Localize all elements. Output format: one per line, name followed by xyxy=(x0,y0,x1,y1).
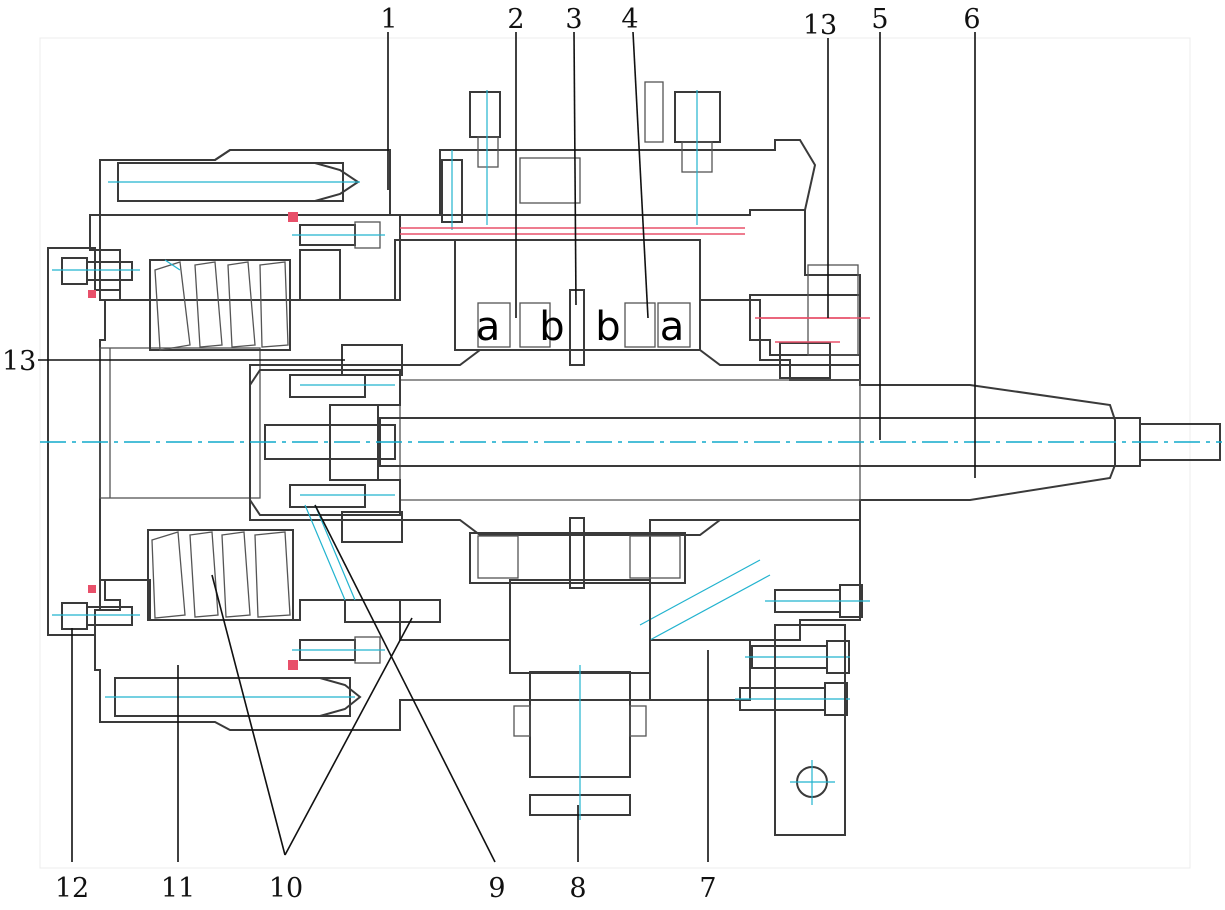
callout-3: 3 xyxy=(565,4,582,35)
callout-7: 7 xyxy=(699,873,716,904)
right-flange xyxy=(749,264,870,379)
leader-4 xyxy=(632,31,649,319)
callout-10: 10 xyxy=(269,873,303,904)
leader-lines xyxy=(38,31,976,863)
leader-10b xyxy=(284,617,413,856)
mounting-bracket xyxy=(774,624,846,836)
callout-13-left: 13 xyxy=(2,346,36,377)
callout-5: 5 xyxy=(871,4,888,35)
spring-pack-upper xyxy=(149,259,291,351)
leader-9 xyxy=(314,504,496,863)
leader-3 xyxy=(573,31,577,306)
left-housing-upper xyxy=(89,214,401,301)
zone-a-left: a xyxy=(476,304,501,350)
upper-annular-chamber xyxy=(454,239,701,366)
zone-b-right: b xyxy=(595,304,620,350)
callout-13-top: 13 xyxy=(803,10,837,41)
callout-2: 2 xyxy=(507,4,524,35)
piston-body xyxy=(399,379,861,501)
zone-b-left: b xyxy=(539,304,564,350)
callout-6: 6 xyxy=(963,4,980,35)
leader-10a xyxy=(211,574,286,856)
callout-8: 8 xyxy=(569,873,586,904)
oil-channels xyxy=(164,259,356,601)
port-fitting xyxy=(513,665,647,820)
seal-lines xyxy=(88,212,850,670)
lower-right-housing xyxy=(639,519,861,701)
left-bore xyxy=(249,369,401,516)
top-left-bolt xyxy=(108,162,360,202)
callout-9: 9 xyxy=(488,873,505,904)
right-lower-bolts xyxy=(735,584,870,716)
callout-4: 4 xyxy=(621,4,638,35)
callout-11: 11 xyxy=(161,873,195,904)
lower-housing xyxy=(94,579,751,731)
top-fittings xyxy=(441,81,721,230)
callout-12: 12 xyxy=(55,873,89,904)
callout-1: 1 xyxy=(380,4,397,35)
drawing-frame xyxy=(39,37,1191,869)
zone-a-right: a xyxy=(660,304,685,350)
left-small-bolts xyxy=(52,221,441,664)
lower-annular-chamber xyxy=(469,517,686,674)
